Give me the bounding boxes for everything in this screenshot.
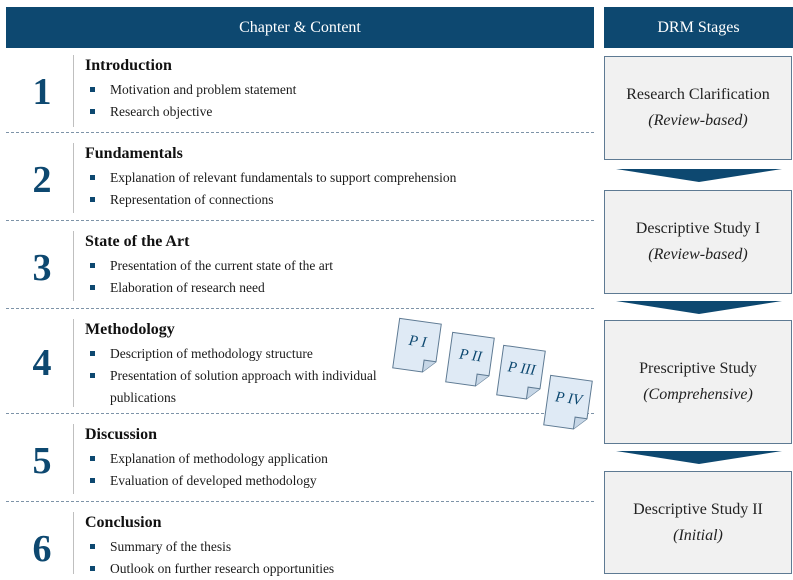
stage-type: (Review-based) <box>648 112 748 129</box>
chapter-2: 2 Fundamentals Explanation of relevant f… <box>6 143 594 218</box>
drm-stages-header: DRM Stages <box>604 7 793 48</box>
stage-type: (Initial) <box>673 526 723 544</box>
stage-name: Descriptive Study I <box>635 220 761 237</box>
bullet-item: Outlook on further research opportunitie… <box>90 558 334 580</box>
chapter-5: 5 Discussion Explanation of methodology … <box>6 424 594 499</box>
stage-name: Research Clarification <box>626 86 770 103</box>
chapter-1: 1 Introduction Motivation and problem st… <box>6 55 594 130</box>
chapter-separator <box>6 413 594 414</box>
stage-arrow <box>616 451 782 464</box>
chapter-divider <box>73 231 74 301</box>
chapter-number: 1 <box>32 71 52 113</box>
stage-type: (Comprehensive) <box>643 386 753 403</box>
chapter-title: Fundamentals <box>85 145 183 162</box>
bullet-item: Presentation of solution approach with i… <box>90 365 380 409</box>
chapter-divider <box>73 512 74 574</box>
bullet-item: Presentation of the current state of the… <box>90 255 333 277</box>
chapter-title: Discussion <box>85 426 158 443</box>
stage-descriptive-study-1: Descriptive Study I (Review-based) <box>604 190 792 294</box>
stage-name: Prescriptive Study <box>639 360 757 377</box>
chapter-bullets: Description of methodology structure Pre… <box>90 343 380 409</box>
chapter-title: Conclusion <box>85 514 162 531</box>
chapter-number: 5 <box>32 440 52 482</box>
chapter-6: 6 Conclusion Summary of the thesis Outlo… <box>6 512 594 576</box>
chapter-title: State of the Art <box>85 233 190 250</box>
chapter-number: 2 <box>32 159 52 201</box>
bullet-item: Evaluation of developed methodology <box>90 470 328 492</box>
publication-label: P III <box>506 358 537 379</box>
publication-p2-icon: P II <box>445 331 496 389</box>
chapter-separator <box>6 308 594 309</box>
chapter-content-header: Chapter & Content <box>6 7 594 48</box>
chapter-bullets: Motivation and problem statement Researc… <box>90 79 296 123</box>
chapter-title: Methodology <box>85 321 175 338</box>
bullet-item: Representation of connections <box>90 189 456 211</box>
publication-label: P I <box>407 332 428 351</box>
stage-prescriptive-study: Prescriptive Study (Comprehensive) <box>604 320 792 444</box>
chapter-divider <box>73 143 74 213</box>
bullet-item: Explanation of methodology application <box>90 448 328 470</box>
bullet-item: Motivation and problem statement <box>90 79 296 101</box>
chapter-bullets: Summary of the thesis Outlook on further… <box>90 536 334 580</box>
chapter-number: 3 <box>32 247 52 289</box>
chapter-bullets: Explanation of methodology application E… <box>90 448 328 492</box>
chapter-bullets: Presentation of the current state of the… <box>90 255 333 299</box>
chapter-4: 4 Methodology Description of methodology… <box>6 319 594 411</box>
chapter-separator <box>6 501 594 502</box>
bullet-item: Description of methodology structure <box>90 343 380 365</box>
chapter-bullets: Explanation of relevant fundamentals to … <box>90 167 456 211</box>
chapter-3: 3 State of the Art Presentation of the c… <box>6 231 594 306</box>
chapter-divider <box>73 55 74 127</box>
publication-p3-icon: P III <box>496 344 547 402</box>
publication-p1-icon: P I <box>392 317 443 375</box>
stage-name: Descriptive Study II <box>633 500 763 518</box>
chapter-number: 4 <box>32 342 52 384</box>
publication-label: P IV <box>554 388 584 409</box>
bullet-item: Elaboration of research need <box>90 277 333 299</box>
bullet-item: Explanation of relevant fundamentals to … <box>90 167 456 189</box>
chapter-separator <box>6 220 594 221</box>
stage-arrow <box>616 301 782 314</box>
bullet-item: Research objective <box>90 101 296 123</box>
stage-descriptive-study-2: Descriptive Study II (Initial) <box>604 471 792 574</box>
chapter-title: Introduction <box>85 57 172 74</box>
stage-research-clarification: Research Clarification (Review-based) <box>604 56 792 160</box>
bullet-item: Summary of the thesis <box>90 536 334 558</box>
chapter-divider <box>73 319 74 407</box>
chapter-number: 6 <box>32 528 52 570</box>
publication-label: P II <box>458 346 483 366</box>
stage-arrow <box>616 169 782 182</box>
chapter-divider <box>73 424 74 494</box>
stage-type: (Review-based) <box>648 246 748 263</box>
chapter-separator <box>6 132 594 133</box>
publication-p4-icon: P IV <box>543 374 594 432</box>
